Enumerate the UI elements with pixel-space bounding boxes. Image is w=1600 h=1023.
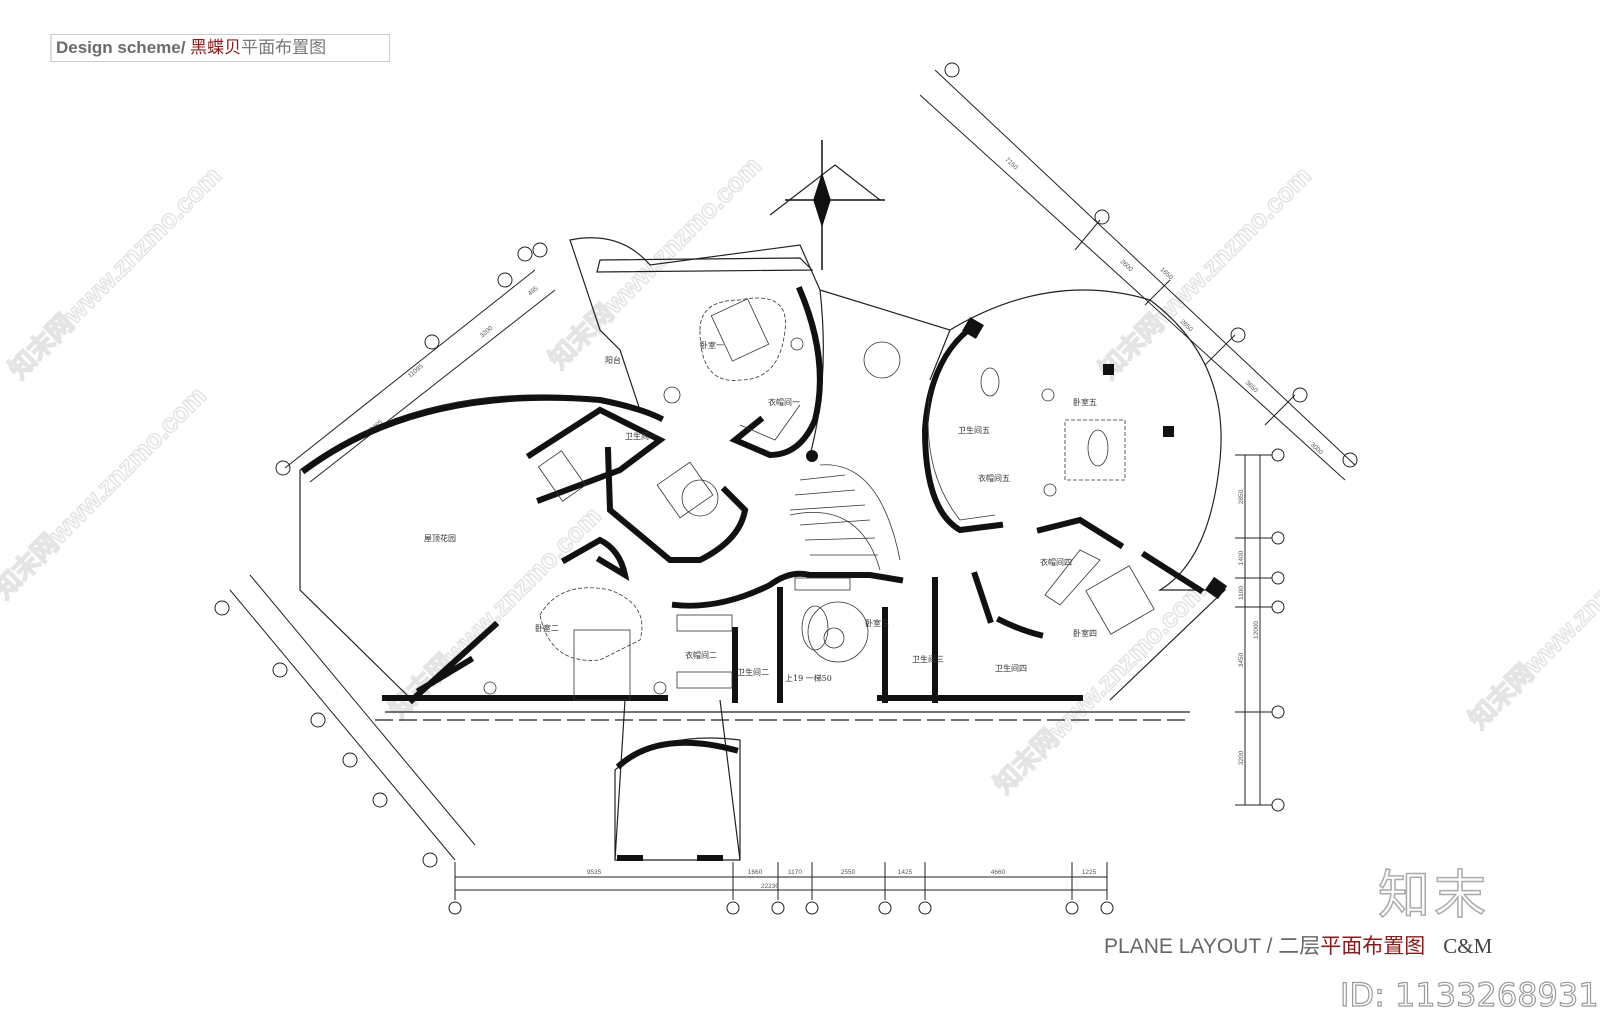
room-label-bedroom4: 卧室四 bbox=[1073, 628, 1097, 638]
plan-caption: PLANE LAYOUT / 二层平面布置图 C&M bbox=[1104, 934, 1492, 959]
room-label-bedroom2: 卧室二 bbox=[535, 623, 559, 633]
bed bbox=[710, 298, 770, 362]
dimension-diagonals bbox=[214, 62, 1358, 868]
dim-total: 22230 bbox=[761, 883, 779, 890]
room-label-closet1: 衣帽间一 bbox=[768, 397, 800, 407]
watermark-id: ID: 1133268931 bbox=[1339, 975, 1599, 1014]
room-label-bath1: 卫生间一 bbox=[625, 431, 657, 441]
room-label-bedroom3: 卧室三 bbox=[865, 618, 889, 628]
dim-label: 9535 bbox=[587, 869, 602, 876]
shower bbox=[656, 461, 714, 519]
column bbox=[1204, 576, 1228, 600]
axis-bubble bbox=[771, 901, 785, 915]
dim-label: 1650 bbox=[1159, 266, 1175, 281]
room-label-closet5: 衣帽间五 bbox=[978, 473, 1010, 483]
axis-bubble bbox=[1271, 571, 1285, 585]
room-label-balcony: 阳台 bbox=[605, 355, 621, 365]
dim-label: 1100 bbox=[1238, 586, 1245, 600]
dim-total: 12000 bbox=[1253, 621, 1260, 639]
watermark-text: 知末网www.znzmo.com bbox=[1463, 510, 1600, 734]
dim-label: 495 bbox=[527, 285, 540, 298]
brand-mark: C&M bbox=[1443, 934, 1493, 958]
umbrella bbox=[863, 341, 901, 379]
dim-label: 3650 bbox=[1244, 379, 1260, 394]
axis-bubble bbox=[1065, 901, 1079, 915]
axis-bubble bbox=[726, 901, 740, 915]
stair-note: 上19 一梯50 bbox=[785, 673, 832, 683]
watermark-logo: 知末 bbox=[1377, 865, 1491, 927]
building-outline bbox=[299, 164, 1227, 861]
round-rug bbox=[807, 601, 869, 663]
column bbox=[806, 450, 818, 462]
dimension-bottom-labels: 9535 1660 1170 2550 1425 4660 1225 22230 bbox=[587, 869, 1097, 890]
bathtub bbox=[980, 367, 1000, 397]
staircase bbox=[789, 464, 901, 571]
watermark-text: 知末网www.znzmo.com bbox=[0, 380, 212, 604]
axis-bubble bbox=[918, 901, 932, 915]
watermark-text: 知末网www.znzmo.com bbox=[1093, 160, 1317, 384]
dimension-right bbox=[1235, 448, 1285, 812]
dimension-right-labels: 2850 1400 1100 3450 3200 12000 bbox=[1238, 489, 1260, 765]
caption-floor: 二层 bbox=[1278, 935, 1321, 958]
dim-label: 11095 bbox=[407, 363, 425, 380]
dim-label: 2600 bbox=[1119, 258, 1135, 273]
axis-bubble bbox=[1271, 600, 1285, 614]
axis-bubble bbox=[1271, 705, 1285, 719]
axis-bubble bbox=[1271, 448, 1285, 462]
room-label-bath3: 卫生间三 bbox=[912, 654, 944, 664]
room-label-bedroom1: 卧室一 bbox=[700, 340, 724, 350]
column bbox=[1103, 364, 1114, 375]
dim-label: 1425 bbox=[898, 869, 913, 876]
rug bbox=[699, 297, 786, 381]
title-plan-name: 平面布置图 bbox=[241, 38, 327, 58]
room-label-closet4: 衣帽间四 bbox=[1040, 557, 1072, 567]
dim-label: 1170 bbox=[788, 869, 802, 876]
column bbox=[1163, 426, 1174, 437]
dim-label: 1400 bbox=[1238, 550, 1245, 565]
title-english: Design scheme/ bbox=[56, 38, 191, 57]
axis-bubble bbox=[448, 901, 462, 915]
room-label-bedroom5: 卧室五 bbox=[1073, 397, 1097, 407]
dim-label: 2850 bbox=[1238, 489, 1245, 504]
room-labels: 阳台 卧室一 衣帽间一 卫生间一 屋顶花园 卧室二 衣帽间二 卫生间二 上19 … bbox=[424, 340, 1097, 683]
bed bbox=[573, 629, 631, 701]
room-label-bath5: 卫生间五 bbox=[958, 425, 990, 435]
dim-label: 7150 bbox=[1004, 156, 1020, 171]
room-label-closet2: 衣帽间二 bbox=[685, 650, 717, 660]
watermarks: 知末网www.znzmo.com 知末网www.znzmo.com 知末网www… bbox=[0, 150, 1600, 800]
dimension-bottom bbox=[448, 862, 1114, 915]
axis-bubble bbox=[878, 901, 892, 915]
watermark-text: 知末网www.znzmo.com bbox=[3, 160, 227, 384]
closet-racks bbox=[676, 389, 1101, 689]
furniture bbox=[483, 297, 1155, 701]
dim-label: 3200 bbox=[1238, 750, 1245, 765]
caption-plan-name: 平面布置图 bbox=[1320, 934, 1426, 958]
caption-english: PLANE LAYOUT / bbox=[1104, 935, 1279, 958]
axis-bubble bbox=[1271, 798, 1285, 812]
bed bbox=[1064, 419, 1126, 481]
dim-label: 2550 bbox=[841, 869, 856, 876]
bathtub bbox=[537, 450, 587, 502]
dim-label: 1225 bbox=[1082, 869, 1097, 876]
axis-bubble bbox=[805, 901, 819, 915]
dim-label: 3200 bbox=[479, 325, 495, 340]
room-label-roof-garden: 屋顶花园 bbox=[424, 533, 456, 543]
axis-bubble bbox=[1100, 901, 1114, 915]
bed bbox=[1085, 565, 1155, 635]
title-project-name: 黑蝶贝 bbox=[190, 38, 242, 58]
column bbox=[962, 317, 984, 339]
dim-label: 3450 bbox=[1238, 652, 1245, 667]
drawing-title: Design scheme/ 黑蝶贝平面布置图 bbox=[50, 34, 390, 62]
axis-bubble bbox=[1271, 531, 1285, 545]
watermark-text: 知末网www.znzmo.com bbox=[543, 150, 767, 374]
room-label-bath2: 卫生间二 bbox=[737, 667, 769, 677]
dim-label: 1660 bbox=[748, 869, 763, 876]
watermark-text: 知末网www.znzmo.com bbox=[988, 575, 1212, 799]
room-label-bath4: 卫生间四 bbox=[995, 663, 1027, 673]
dim-label: 4660 bbox=[991, 869, 1006, 876]
walls bbox=[300, 286, 1205, 861]
north-arrow-icon bbox=[785, 140, 885, 270]
